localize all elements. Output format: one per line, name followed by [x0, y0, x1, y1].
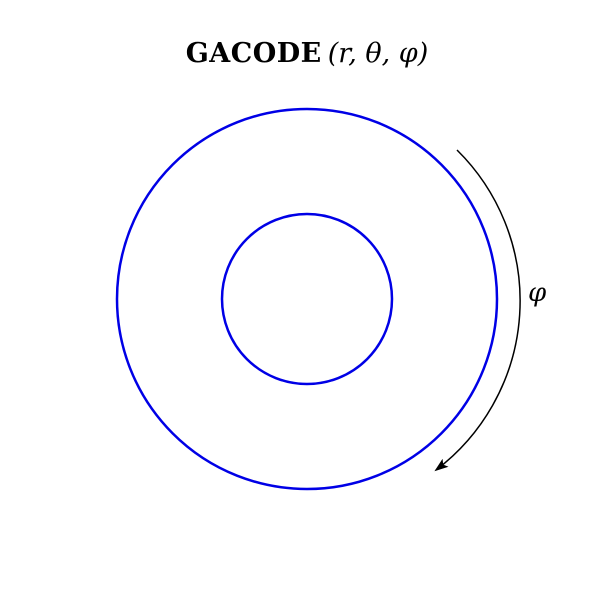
title-math-text: (r, θ, φ) — [327, 38, 429, 69]
inner-circle — [220, 212, 394, 386]
diagram-title: GACODE(r, θ, φ) — [0, 38, 600, 69]
title-bold-text: GACODE — [185, 38, 322, 69]
outer-circle — [115, 107, 499, 491]
phi-arrow — [434, 149, 521, 472]
phi-arrow-label: φ — [528, 278, 547, 308]
